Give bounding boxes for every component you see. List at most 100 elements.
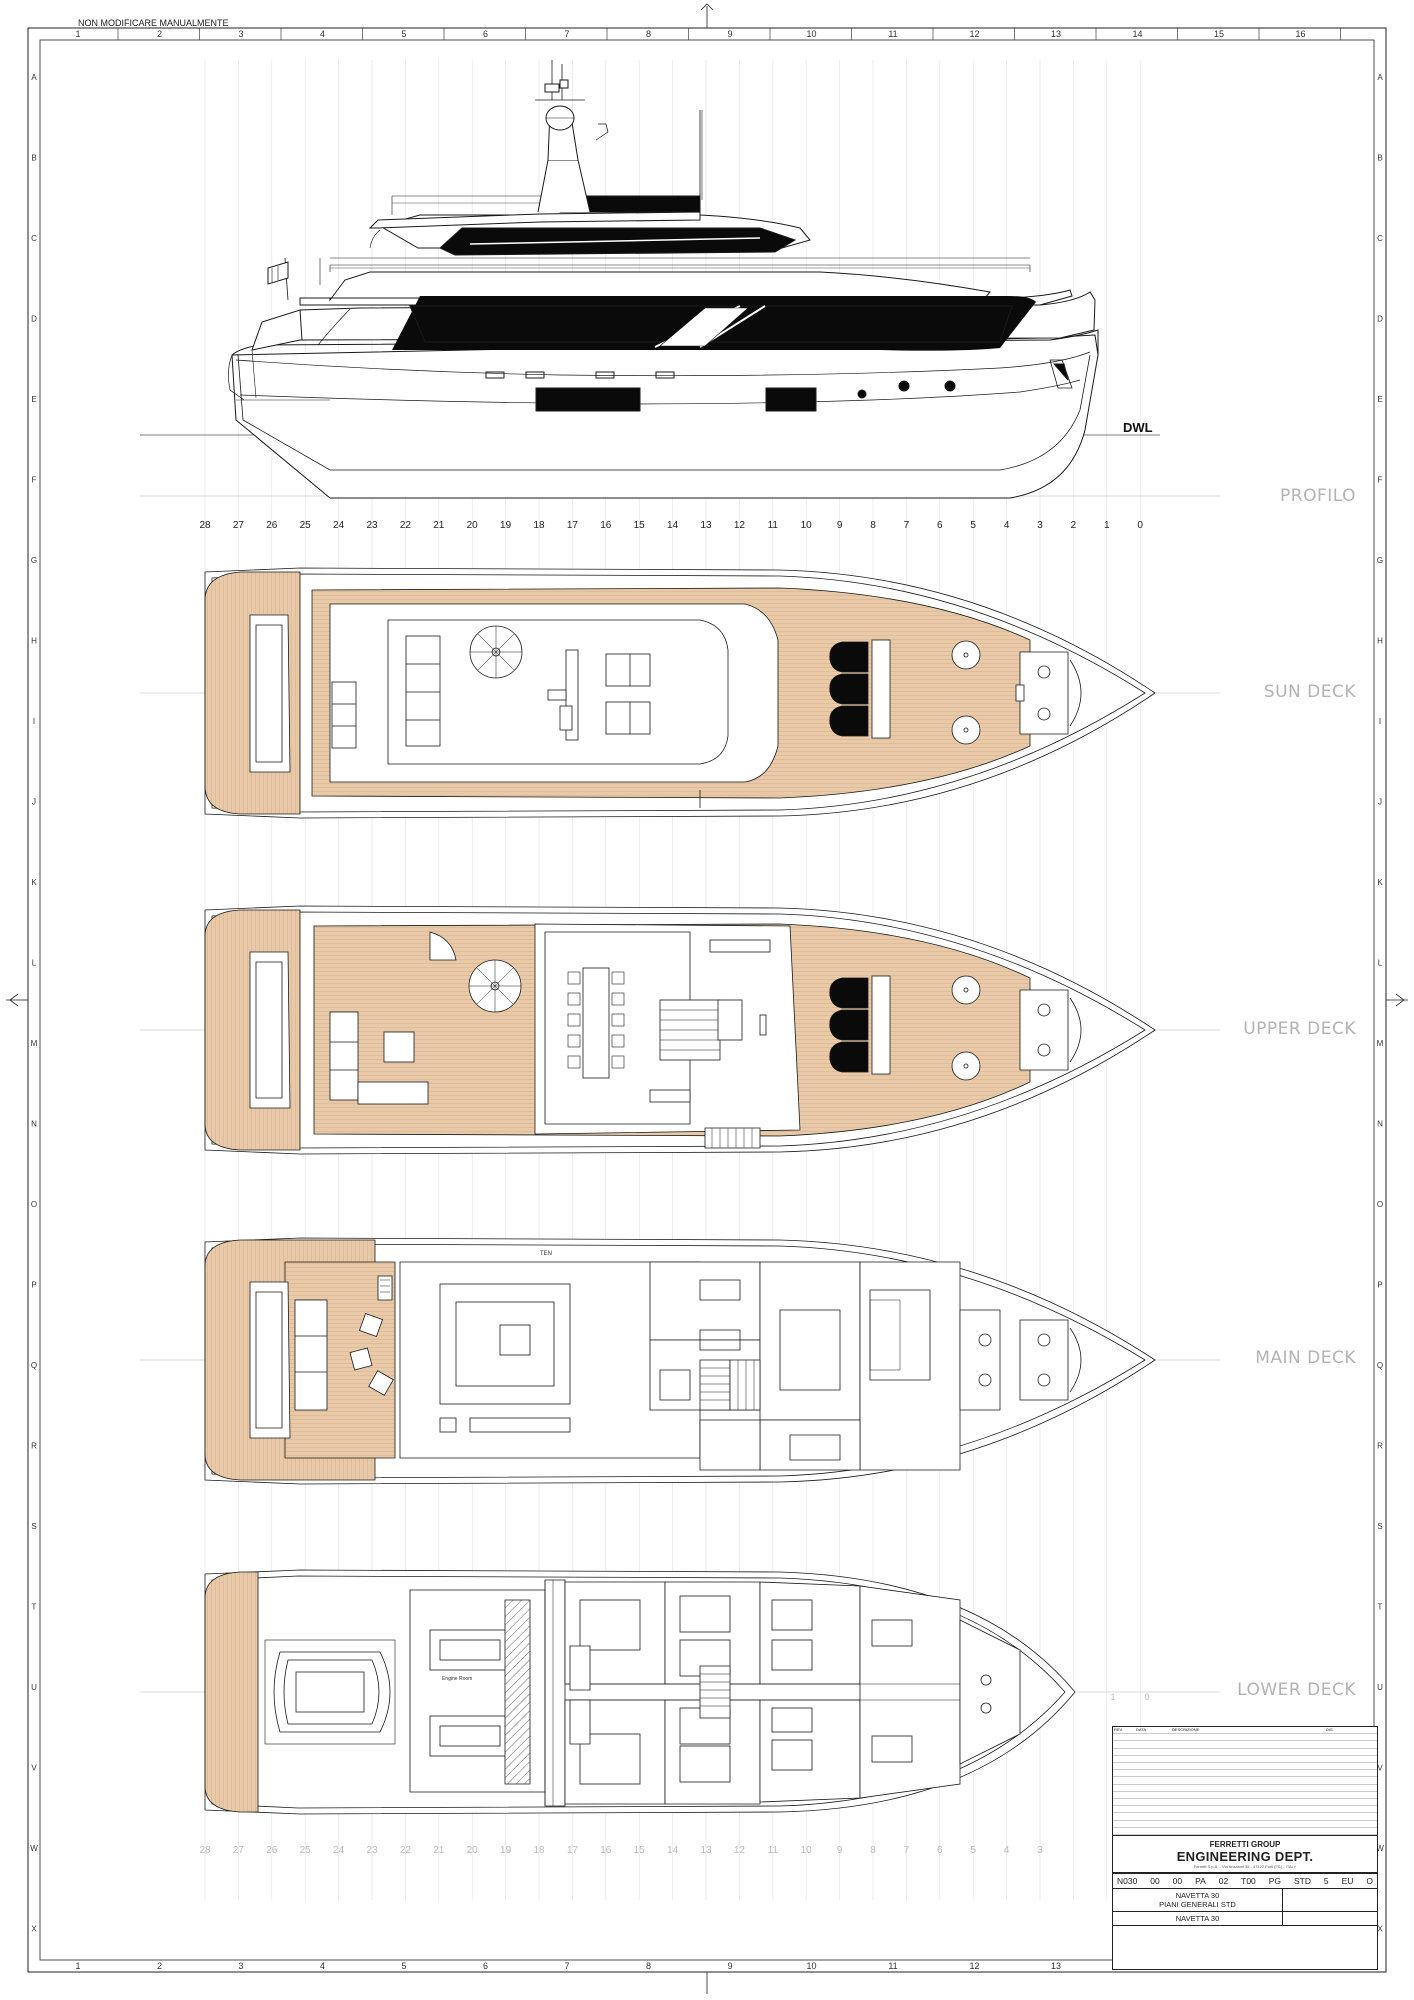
- frame-number: 17: [567, 520, 579, 531]
- dining-chair: [611, 1034, 625, 1048]
- column-label: 12: [969, 1961, 979, 1971]
- row-label: K: [31, 878, 37, 887]
- project-name: NAVETTA 30: [1113, 1912, 1283, 1926]
- revision-cell: [1171, 1763, 1325, 1771]
- revision-cell: [1325, 1777, 1377, 1785]
- project-row: NAVETTA 30: [1113, 1912, 1377, 1927]
- row-label: X: [1377, 1925, 1383, 1934]
- row-label: C: [1377, 234, 1383, 243]
- revision-cell: [1113, 1792, 1135, 1800]
- frame-number-bottom: 16: [600, 1845, 612, 1856]
- column-label: 8: [646, 1961, 651, 1971]
- row-label: B: [31, 154, 36, 163]
- code-segment: PG: [1268, 1876, 1282, 1887]
- frame-number-bottom: 14: [667, 1845, 679, 1856]
- column-label: 9: [727, 29, 732, 39]
- revision-cell: [1135, 1756, 1171, 1764]
- frame-number-bottom: 13: [700, 1845, 712, 1856]
- revision-cell: [1135, 1763, 1171, 1771]
- row-label: D: [31, 315, 37, 324]
- revision-cell: [1325, 1828, 1377, 1836]
- code-segment: 00: [1150, 1876, 1160, 1887]
- row-label: K: [1377, 878, 1383, 887]
- column-label: 3: [238, 29, 243, 39]
- row-label: F: [1378, 476, 1383, 485]
- code-segment: PA: [1195, 1876, 1206, 1887]
- row-label: A: [31, 73, 37, 82]
- frame-number-bottom: 15: [634, 1845, 646, 1856]
- revision-cell: [1135, 1828, 1171, 1836]
- column-label: 8: [646, 29, 651, 39]
- engine-room-label: Engine Room: [442, 1676, 472, 1682]
- row-label: E: [1377, 395, 1382, 404]
- column-label: 5: [401, 29, 406, 39]
- dwl-label: DWL: [1123, 420, 1153, 435]
- profile-view: [140, 60, 1160, 499]
- column-label: 6: [483, 1961, 488, 1971]
- row-label: S: [31, 1522, 36, 1531]
- column-label: 15: [1214, 29, 1224, 39]
- label-profilo: PROFILO: [1280, 486, 1356, 506]
- company-address: Ferretti S.p.A. - Via Ansaloni 35 - 4712…: [1193, 1864, 1297, 1870]
- revision-cell: [1171, 1785, 1325, 1792]
- revision-cell: [1325, 1821, 1377, 1828]
- revision-cell: [1135, 1741, 1171, 1749]
- do-not-modify-note: NON MODIFICARE MANUALMENTE: [78, 18, 229, 28]
- frame-number-bottom: 25: [300, 1845, 312, 1856]
- revision-cell: [1325, 1806, 1377, 1814]
- tender-label: TEN: [540, 1251, 552, 1257]
- row-label: Q: [31, 1361, 37, 1370]
- frame-number: 22: [400, 520, 412, 531]
- revision-cell: [1135, 1821, 1171, 1828]
- title-line-1: NAVETTA 30: [1175, 1891, 1220, 1901]
- frame-number: 12: [734, 520, 746, 531]
- frame-number-bottom: 22: [400, 1845, 412, 1856]
- revision-cell: [1113, 1806, 1135, 1814]
- column-label: 4: [320, 1961, 325, 1971]
- revision-cell: [1171, 1734, 1325, 1742]
- revision-header-cell: DIS.: [1325, 1727, 1377, 1735]
- row-label: H: [1377, 637, 1383, 646]
- revision-cell: [1325, 1756, 1377, 1764]
- revision-cell: [1171, 1806, 1325, 1814]
- code-segment: 02: [1218, 1876, 1229, 1887]
- frame-number: 7: [904, 520, 910, 531]
- row-label: I: [1379, 717, 1381, 726]
- frame-number: 26: [266, 520, 278, 531]
- title-meta: [1283, 1889, 1377, 1911]
- column-label: 1: [75, 29, 80, 39]
- row-label: S: [1377, 1522, 1382, 1531]
- revision-cell: [1113, 1828, 1135, 1836]
- revision-cell: [1135, 1806, 1171, 1814]
- frame-number-bottom: 4: [1004, 1845, 1010, 1856]
- dining-chair: [611, 992, 625, 1006]
- sun-deck-plan: [204, 567, 1156, 819]
- row-label: M: [1377, 1039, 1384, 1048]
- column-label: 13: [1051, 1961, 1061, 1971]
- frame-number-bottom: 20: [467, 1845, 479, 1856]
- revision-cell: [1171, 1821, 1325, 1828]
- row-label: B: [1377, 154, 1382, 163]
- frame-number: 3: [1037, 520, 1043, 531]
- frame-number: 5: [970, 520, 976, 531]
- revision-cell: [1135, 1785, 1171, 1792]
- dining-chair: [567, 1055, 581, 1069]
- revision-cell: [1113, 1770, 1135, 1778]
- frame-number: 18: [533, 520, 545, 531]
- code-segment: O: [1366, 1876, 1373, 1887]
- frame-number: 21: [433, 520, 445, 531]
- revision-cell: [1113, 1799, 1135, 1807]
- frame-number-bottom: 18: [533, 1845, 545, 1856]
- revision-cell: [1171, 1828, 1325, 1836]
- row-label: E: [31, 395, 36, 404]
- code-segment: N030: [1117, 1876, 1138, 1887]
- code-segment: 00: [1172, 1876, 1183, 1887]
- label-upper-deck: UPPER DECK: [1243, 1019, 1356, 1039]
- frame-number: 11: [768, 520, 779, 531]
- lower-frame-mark: 0: [1144, 1692, 1149, 1702]
- frame-number: 15: [634, 520, 646, 531]
- frame-number: 25: [300, 520, 312, 531]
